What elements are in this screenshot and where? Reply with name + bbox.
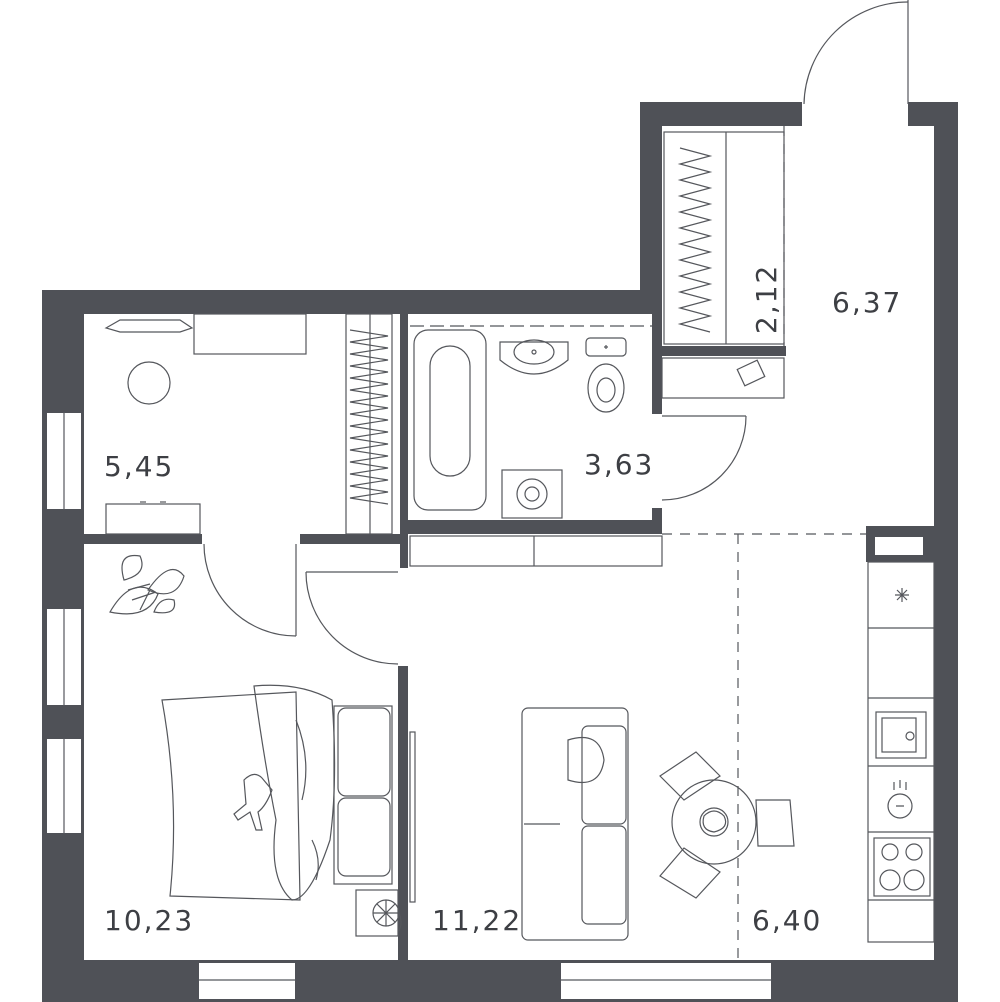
wall-north-left bbox=[42, 290, 662, 314]
dining-chair bbox=[659, 751, 721, 801]
tv-icon bbox=[409, 731, 416, 903]
bedroom-furniture bbox=[109, 554, 402, 937]
wall-living-stub bbox=[400, 534, 408, 568]
sofa bbox=[521, 707, 629, 941]
kitchen-sink bbox=[875, 711, 927, 759]
extractor-icon bbox=[887, 793, 913, 819]
hall-furniture bbox=[104, 313, 393, 535]
wall-hall-bedroom-b bbox=[300, 534, 408, 544]
toilet-tank bbox=[585, 337, 627, 357]
wardrobe-closet bbox=[663, 131, 785, 345]
bedroom-door-swing bbox=[203, 543, 297, 637]
area-label-bedroom: 10,23 bbox=[104, 904, 194, 937]
walls bbox=[42, 102, 958, 1002]
area-label-entrance: 6,37 bbox=[832, 286, 902, 319]
hall-closet bbox=[345, 313, 393, 535]
doors bbox=[203, 0, 909, 665]
freezer-icon bbox=[895, 588, 909, 602]
window-living-south bbox=[559, 961, 773, 1001]
hall-shelf bbox=[104, 319, 194, 333]
pillow bbox=[337, 797, 391, 877]
kitchen-counter bbox=[867, 561, 935, 943]
kitchen-furniture bbox=[659, 561, 935, 943]
counter bbox=[867, 561, 935, 943]
hall-bench bbox=[105, 503, 201, 535]
wall-wardrobe-west bbox=[640, 102, 662, 314]
hall-cabinet bbox=[193, 313, 307, 355]
area-labels: 5,45 3,63 2,12 6,37 10,23 11,22 6,40 bbox=[104, 264, 902, 937]
plant bbox=[109, 554, 185, 615]
entrance-door-swing bbox=[803, 1, 909, 105]
wall-hall-bedroom-a bbox=[84, 534, 202, 544]
area-label-living: 11,22 bbox=[432, 904, 522, 937]
area-label-bathroom: 3,63 bbox=[584, 448, 654, 481]
area-label-kitchen: 6,40 bbox=[752, 904, 822, 937]
wall-bath-south bbox=[400, 520, 662, 534]
wall-south bbox=[42, 960, 958, 1002]
wall-bath-east-upper bbox=[652, 314, 662, 414]
toilet-bowl bbox=[587, 363, 625, 413]
living-furniture bbox=[409, 535, 663, 941]
entrance-shelf bbox=[661, 357, 785, 399]
window-bedroom-south bbox=[197, 961, 297, 1001]
stove bbox=[873, 837, 931, 897]
windows bbox=[45, 411, 773, 1001]
wall-east bbox=[934, 102, 958, 962]
area-label-wardrobe: 2,12 bbox=[750, 264, 783, 334]
cushion bbox=[567, 736, 605, 784]
cat-icon bbox=[233, 773, 273, 831]
wall-wardrobe-south bbox=[652, 346, 786, 356]
furniture bbox=[104, 131, 935, 943]
wall-bath-west bbox=[400, 314, 408, 528]
blanket bbox=[161, 691, 301, 901]
washing-machine bbox=[501, 469, 563, 519]
dining-chair bbox=[659, 847, 721, 899]
wall-bedroom-living bbox=[398, 666, 408, 960]
bath-sink bbox=[499, 341, 569, 375]
dining-table bbox=[671, 779, 757, 865]
living-cabinet bbox=[409, 535, 663, 567]
shoe-icon bbox=[736, 359, 766, 387]
flower-icon bbox=[699, 807, 729, 837]
bathtub bbox=[413, 329, 487, 511]
pillow bbox=[337, 707, 391, 797]
dining-set bbox=[659, 751, 795, 899]
bath-door-swing bbox=[661, 415, 747, 501]
hall-stool bbox=[127, 361, 171, 405]
zone-dividers bbox=[662, 126, 866, 960]
living-door-swing bbox=[305, 571, 399, 665]
kitchen-duct bbox=[873, 535, 925, 557]
wall-north-right bbox=[640, 102, 802, 126]
dining-chair bbox=[755, 799, 795, 847]
area-label-hall: 5,45 bbox=[104, 450, 174, 483]
bathroom-fixtures bbox=[410, 325, 652, 519]
bed bbox=[161, 684, 393, 901]
